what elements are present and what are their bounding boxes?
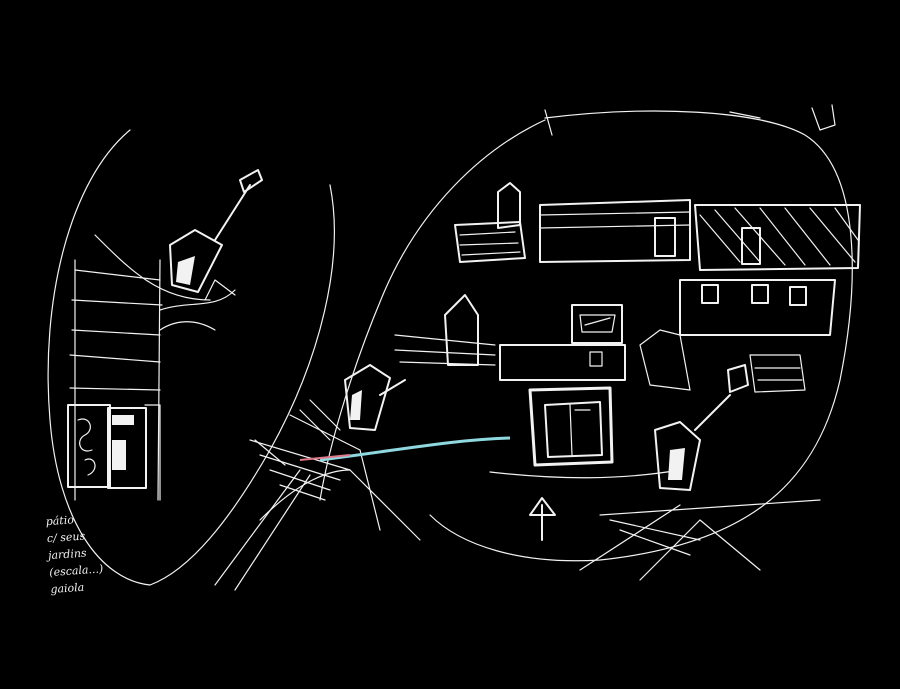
handwritten-note: pátio c/ seus jardins (escala...) gaiola: [45, 507, 141, 598]
left-vignette: [47, 129, 335, 586]
central-gate: [489, 386, 681, 541]
upper-buildings: [454, 182, 861, 271]
middle-buildings: [394, 279, 836, 393]
right-lower-tower: [579, 364, 821, 581]
crossing-towers: [214, 364, 511, 591]
left-plan: [67, 404, 161, 501]
right-vignette: [214, 104, 861, 591]
left-tower: [169, 169, 263, 301]
